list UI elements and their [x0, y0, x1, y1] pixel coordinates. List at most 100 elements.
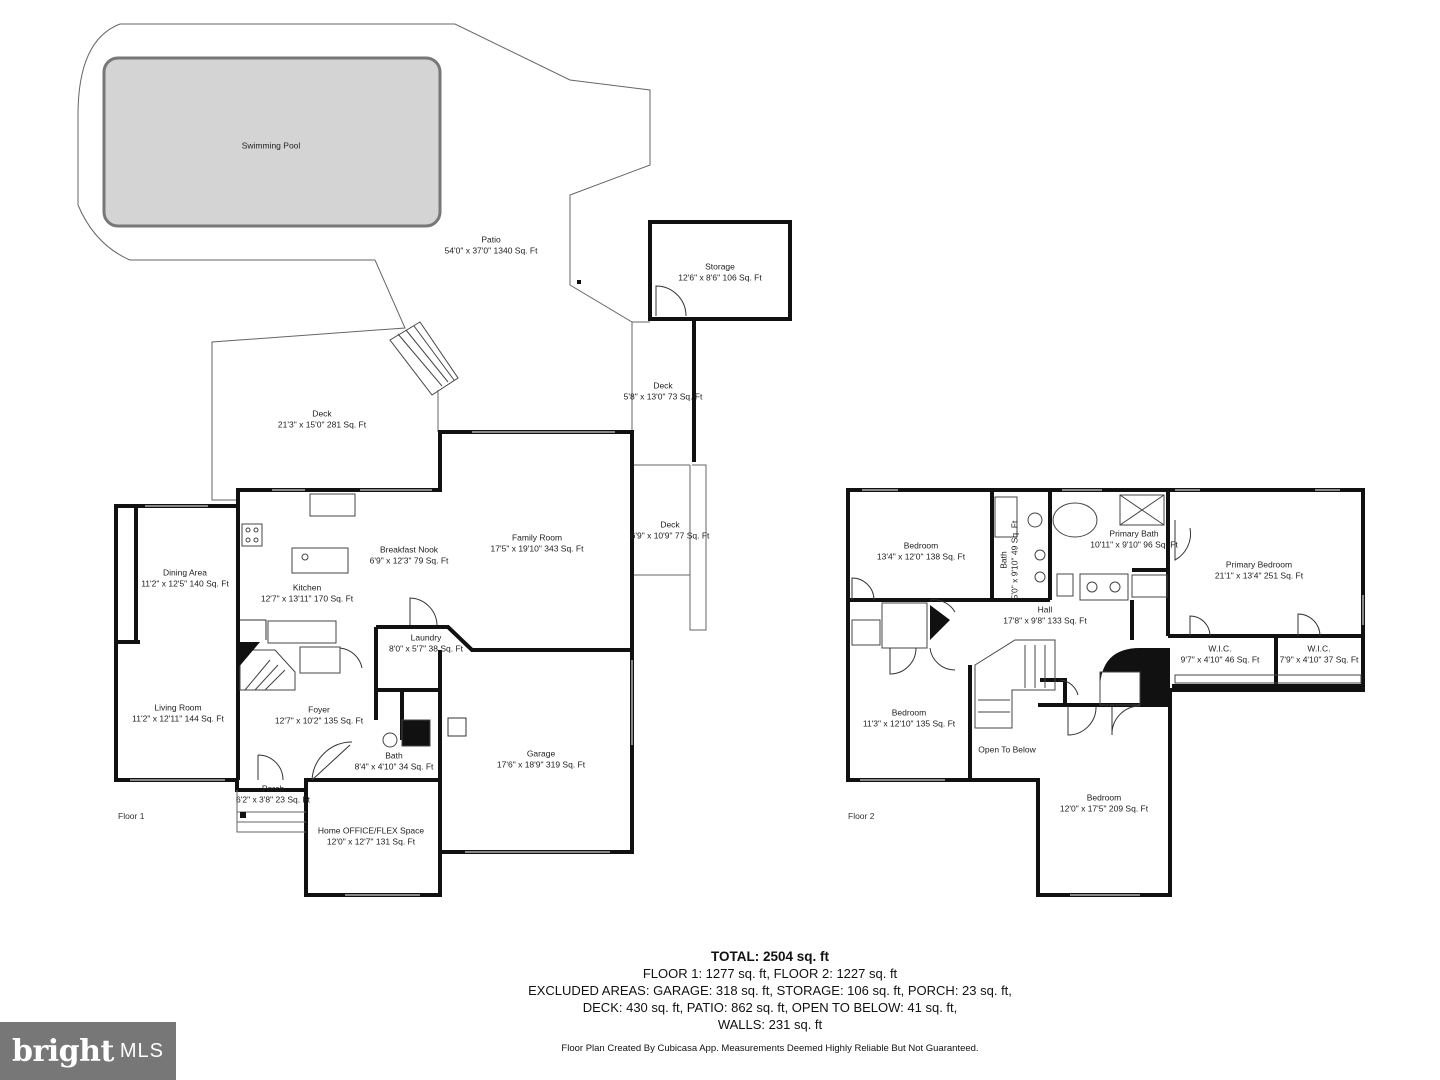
room-deck-mid: Deck 5'8" x 13'0" 73 Sq. Ft: [624, 381, 703, 404]
room-dims: 11'3" x 12'10" 135 Sq. Ft: [862, 719, 956, 729]
room-dims: 8'4" x 4'10" 34 Sq. Ft: [354, 762, 434, 772]
porch-steps: [236, 790, 306, 833]
room-name: W.I.C.: [1307, 643, 1331, 654]
room-laundry: Laundry 8'0" x 5'7" 38 Sq. Ft: [389, 633, 463, 656]
room-porch: Porch 6'2" x 3'8" 23 Sq. Ft: [236, 784, 310, 807]
deck-left-outline: [211, 342, 439, 501]
bath1-fixtures: [382, 719, 431, 748]
storage-door: [655, 285, 687, 317]
room-name: Kitchen: [292, 582, 322, 593]
room-name: Foyer: [308, 704, 330, 715]
bright-mls-logo: bright MLS: [0, 1022, 176, 1080]
room-foyer: Foyer 12'7" x 10'2" 135 Sq. Ft: [275, 705, 363, 728]
room-open-below: Open To Below: [978, 744, 1036, 755]
room-dims: 21'1" x 13'4" 251 Sq. Ft: [1214, 571, 1304, 581]
room-name: Bath: [385, 750, 403, 761]
room-office: Home OFFICE/FLEX Space 12'0" x 12'7" 131…: [318, 826, 424, 849]
stairs-floor2: [974, 639, 1056, 729]
room-dining: Dining Area 11'2" x 12'5" 140 Sq. Ft: [141, 568, 229, 591]
porch-post: [240, 812, 246, 818]
room-dims: 11'2" x 12'11" 144 Sq. Ft: [132, 714, 224, 724]
room-kitchen: Kitchen 12'7" x 13'11" 170 Sq. Ft: [261, 583, 353, 606]
room-bed1: Bedroom 13'4" x 12'0" 138 Sq. Ft: [877, 541, 965, 564]
room-bath2: Bath 5'0" x 9'10" 49 Sq. Ft: [999, 521, 1022, 600]
room-dims: 11'2" x 12'5" 140 Sq. Ft: [141, 579, 229, 589]
room-dims: 12'7" x 13'11" 170 Sq. Ft: [260, 594, 354, 604]
room-dims: 9'7" x 4'10" 46 Sq. Ft: [1180, 655, 1260, 665]
credit-note: Floor Plan Created By Cubicasa App. Meas…: [561, 1043, 979, 1054]
room-dims: 17'8" x 9'8" 133 Sq. Ft: [1003, 616, 1087, 626]
summary-line-3: DECK: 430 sq. ft, PATIO: 862 sq. ft, OPE…: [582, 1000, 958, 1015]
bath2-fixtures: [994, 494, 1168, 601]
floor1-walls: [114, 430, 634, 897]
floor1-label: Floor 1: [118, 811, 145, 821]
room-dims: 12'7" x 10'2" 135 Sq. Ft: [274, 716, 364, 726]
room-garage: Garage 17'6" x 18'9" 319 Sq. Ft: [497, 749, 585, 772]
room-name: Bedroom: [1086, 792, 1122, 803]
swimming-pool: [102, 56, 442, 228]
room-dims: 5'8" x 13'0" 73 Sq. Ft: [623, 392, 703, 402]
room-name: Dining Area: [163, 567, 207, 578]
storage-walls: [648, 220, 792, 321]
room-name: Bath: [998, 551, 1009, 569]
room-wic2: W.I.C. 7'9" x 4'10" 37 Sq. Ft: [1280, 644, 1359, 667]
room-bed3: Bedroom 12'0" x 17'5" 209 Sq. Ft: [1060, 793, 1148, 816]
room-dims: 6'2" x 3'8" 23 Sq. Ft: [235, 795, 311, 805]
room-pool: Swimming Pool: [242, 140, 301, 151]
area-summary: TOTAL: 2504 sq. ft FLOOR 1: 1277 sq. ft,…: [420, 948, 1120, 1033]
room-name: Bedroom: [891, 707, 927, 718]
room-dims: 8'0" x 5'7" 38 Sq. Ft: [388, 644, 464, 654]
room-dims: 21'3" x 15'0" 281 Sq. Ft: [277, 420, 367, 430]
room-name: Garage: [526, 748, 556, 759]
stair-block: [238, 642, 260, 668]
room-pbed: Primary Bedroom 21'1" x 13'4" 251 Sq. Ft: [1215, 560, 1303, 583]
room-dims: 6'9" x 12'3" 79 Sq. Ft: [369, 556, 449, 566]
total-area: TOTAL: 2504 sq. ft: [710, 949, 830, 964]
room-patio: Patio 54'0" x 37'0" 1340 Sq. Ft: [445, 235, 538, 258]
room-name: Storage: [705, 261, 735, 272]
room-name: Hall: [1037, 604, 1053, 615]
room-breakfast: Breakfast Nook 6'9" x 12'3" 79 Sq. Ft: [370, 545, 449, 568]
summary-line-1: FLOOR 1: 1277 sq. ft, FLOOR 2: 1227 sq. …: [642, 966, 898, 981]
room-dims: 12'0" x 12'7" 131 Sq. Ft: [326, 837, 416, 847]
floor2-label: Floor 2: [848, 811, 875, 821]
room-name: Primary Bath: [1109, 528, 1159, 539]
room-name: Breakfast Nook: [379, 544, 439, 555]
patio-steps: [389, 321, 459, 396]
room-name: W.I.C.: [1208, 643, 1232, 654]
stairs-floor1: [239, 649, 296, 691]
room-dims: 7'9" x 4'10" 37 Sq. Ft: [1279, 655, 1359, 665]
room-name: Open To Below: [978, 744, 1036, 755]
room-dims: 54'0" x 37'0" 1340 Sq. Ft: [444, 246, 538, 256]
room-pbath: Primary Bath 10'11" x 9'10" 96 Sq. Ft: [1090, 529, 1178, 552]
windows-floor1: [130, 431, 633, 896]
logo-brand: bright: [12, 1033, 114, 1069]
room-wic1: W.I.C. 9'7" x 4'10" 46 Sq. Ft: [1181, 644, 1260, 667]
room-name: Bedroom: [903, 540, 939, 551]
summary-line-4: WALLS: 231 sq. ft: [717, 1017, 823, 1032]
doors-floor2: [851, 520, 1321, 736]
room-dims: 6'9" x 10'9" 77 Sq. Ft: [630, 531, 710, 541]
room-name: Primary Bedroom: [1225, 559, 1293, 570]
summary-line-2: EXCLUDED AREAS: GARAGE: 318 sq. ft, STOR…: [528, 983, 1012, 998]
room-dims: 13'4" x 12'0" 138 Sq. Ft: [876, 552, 966, 562]
doors-floor1: [240, 597, 467, 781]
hall-blocks: [930, 605, 1170, 705]
patio-marker: [577, 280, 581, 284]
room-name: Deck: [660, 519, 680, 530]
kitchen-fixtures: [241, 493, 356, 674]
room-hall: Hall 17'8" x 9'8" 133 Sq. Ft: [1003, 605, 1086, 628]
room-name: Home OFFICE/FLEX Space: [317, 825, 425, 836]
room-bath1: Bath 8'4" x 4'10" 34 Sq. Ft: [355, 751, 434, 774]
floor1-interior-walls: [116, 506, 632, 852]
room-dims: 17'5" x 19'10" 343 Sq. Ft: [490, 544, 584, 554]
room-name: Deck: [312, 408, 332, 419]
room-name: Laundry: [410, 632, 442, 643]
room-deck-left: Deck 21'3" x 15'0" 281 Sq. Ft: [278, 409, 366, 432]
room-name: Patio: [481, 234, 501, 245]
room-name: Swimming Pool: [241, 140, 301, 151]
room-dims: 12'6" x 8'6" 106 Sq. Ft: [678, 273, 762, 283]
room-name: Living Room: [154, 702, 202, 713]
room-dims: 12'0" x 17'5" 209 Sq. Ft: [1059, 804, 1149, 814]
